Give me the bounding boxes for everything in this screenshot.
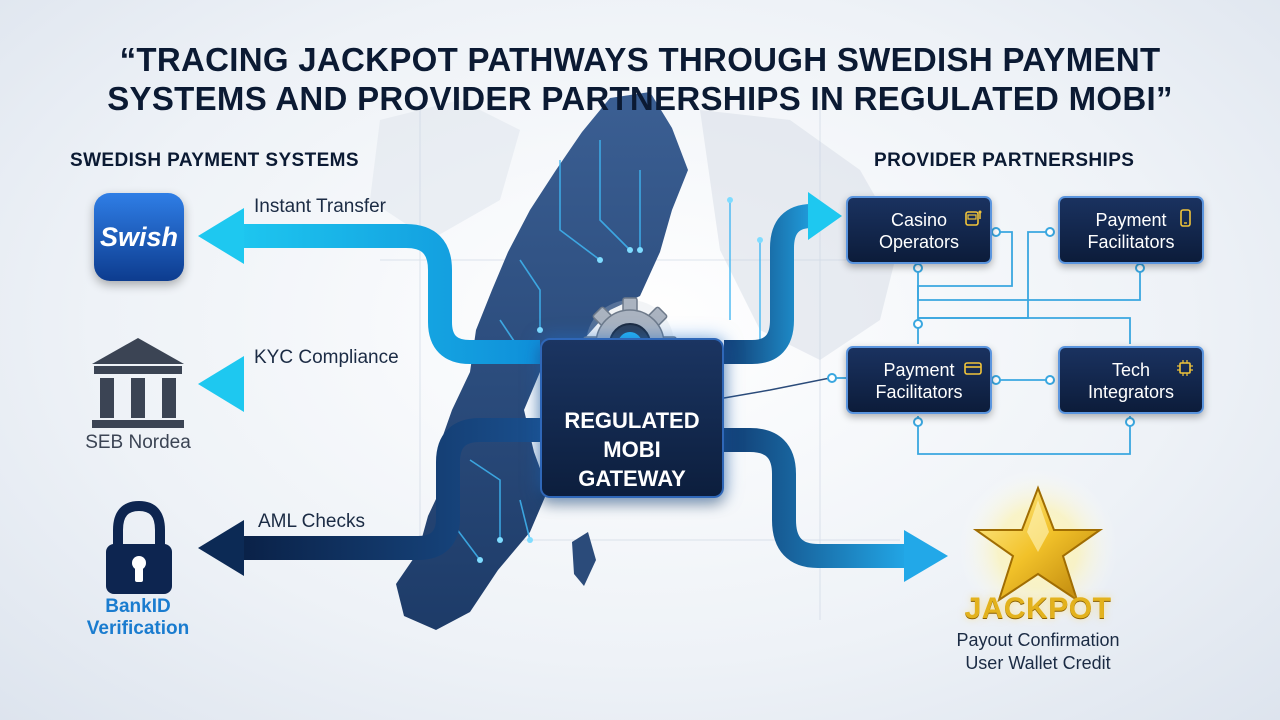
heading-provider-partnerships: PROVIDER PARTNERSHIPS: [874, 150, 1135, 171]
gateway-provider-connector: [723, 377, 831, 399]
arrowhead-to-providers: [808, 192, 842, 240]
gateway-line-1: REGULATED: [564, 408, 700, 433]
provider-box-line-1: Casino: [890, 210, 948, 230]
caption-seb-nordea: SEB Nordea: [85, 432, 191, 453]
provider-box-line-1: Payment: [1095, 210, 1167, 230]
title-line-1: “TRACING JACKPOT PATHWAYS THROUGH SWEDIS…: [119, 41, 1161, 78]
arrow-aml-checks: [240, 418, 540, 560]
arrow-to-providers: [724, 204, 822, 364]
arrowhead-instant-transfer: [198, 208, 244, 264]
provider-box-line-2: Operators: [878, 232, 960, 252]
padlock-icon: [106, 500, 172, 594]
provider-box-line-1: Tech: [1111, 360, 1151, 380]
jackpot-label: JACKPOT: [964, 592, 1112, 625]
provider-box-casino-operators: Casino Operators: [846, 196, 992, 264]
label-instant-transfer: Instant Transfer: [254, 196, 387, 217]
provider-box-payment-facilitators-bottom: Payment Facilitators: [846, 346, 992, 414]
arrowhead-to-jackpot: [904, 530, 948, 582]
circuit-nodes: [477, 197, 763, 563]
swish-logo: Swish: [94, 193, 184, 281]
caption-bankid-line-1: BankID: [105, 596, 171, 617]
provider-box-tech-integrators: Tech Integrators: [1058, 346, 1204, 414]
provider-network-nodes: [827, 227, 1145, 427]
arrow-to-jackpot: [724, 428, 910, 568]
regulated-mobi-gateway: REGULATED MOBI GATEWAY: [540, 338, 724, 498]
phone-icon: [1180, 209, 1191, 227]
diagram-title: “TRACING JACKPOT PATHWAYS THROUGH SWEDIS…: [0, 40, 1280, 118]
label-aml-checks: AML Checks: [258, 511, 365, 532]
provider-network-lines: [830, 231, 1141, 455]
background-neighbor-land: [370, 100, 900, 360]
circuit-traces: [449, 140, 761, 561]
caption-bankid-line-2: Verification: [86, 618, 190, 639]
provider-box-payment-facilitators-top: Payment Facilitators: [1058, 196, 1204, 264]
gotland-island: [572, 532, 596, 586]
card-icon: [964, 362, 982, 375]
chip-icon: [1177, 360, 1193, 376]
arrow-instant-transfer: [230, 224, 540, 364]
caption-bankid: BankID Verification: [62, 596, 214, 640]
label-kyc-compliance: KYC Compliance: [254, 347, 399, 368]
star-icon: [958, 468, 1118, 628]
provider-box-line-2: Facilitators: [875, 382, 963, 402]
heading-swedish-payment-systems: SWEDISH PAYMENT SYSTEMS: [70, 150, 359, 171]
payout-confirmation-label: Payout Confirmation: [956, 630, 1120, 650]
gateway-line-3: GATEWAY: [578, 466, 686, 491]
provider-box-line-2: Facilitators: [1087, 232, 1175, 252]
bank-building-icon: [92, 338, 184, 428]
user-wallet-credit-label: User Wallet Credit: [965, 653, 1111, 673]
arrowhead-aml-checks: [198, 520, 244, 576]
gateway-line-2: MOBI: [603, 437, 661, 462]
slot-machine-icon: [965, 210, 982, 226]
arrowhead-kyc-compliance: [198, 356, 244, 412]
provider-box-line-1: Payment: [883, 360, 955, 380]
provider-box-line-2: Integrators: [1087, 382, 1175, 402]
title-line-2: SYSTEMS AND PROVIDER PARTNERSHIPS IN REG…: [107, 80, 1173, 117]
